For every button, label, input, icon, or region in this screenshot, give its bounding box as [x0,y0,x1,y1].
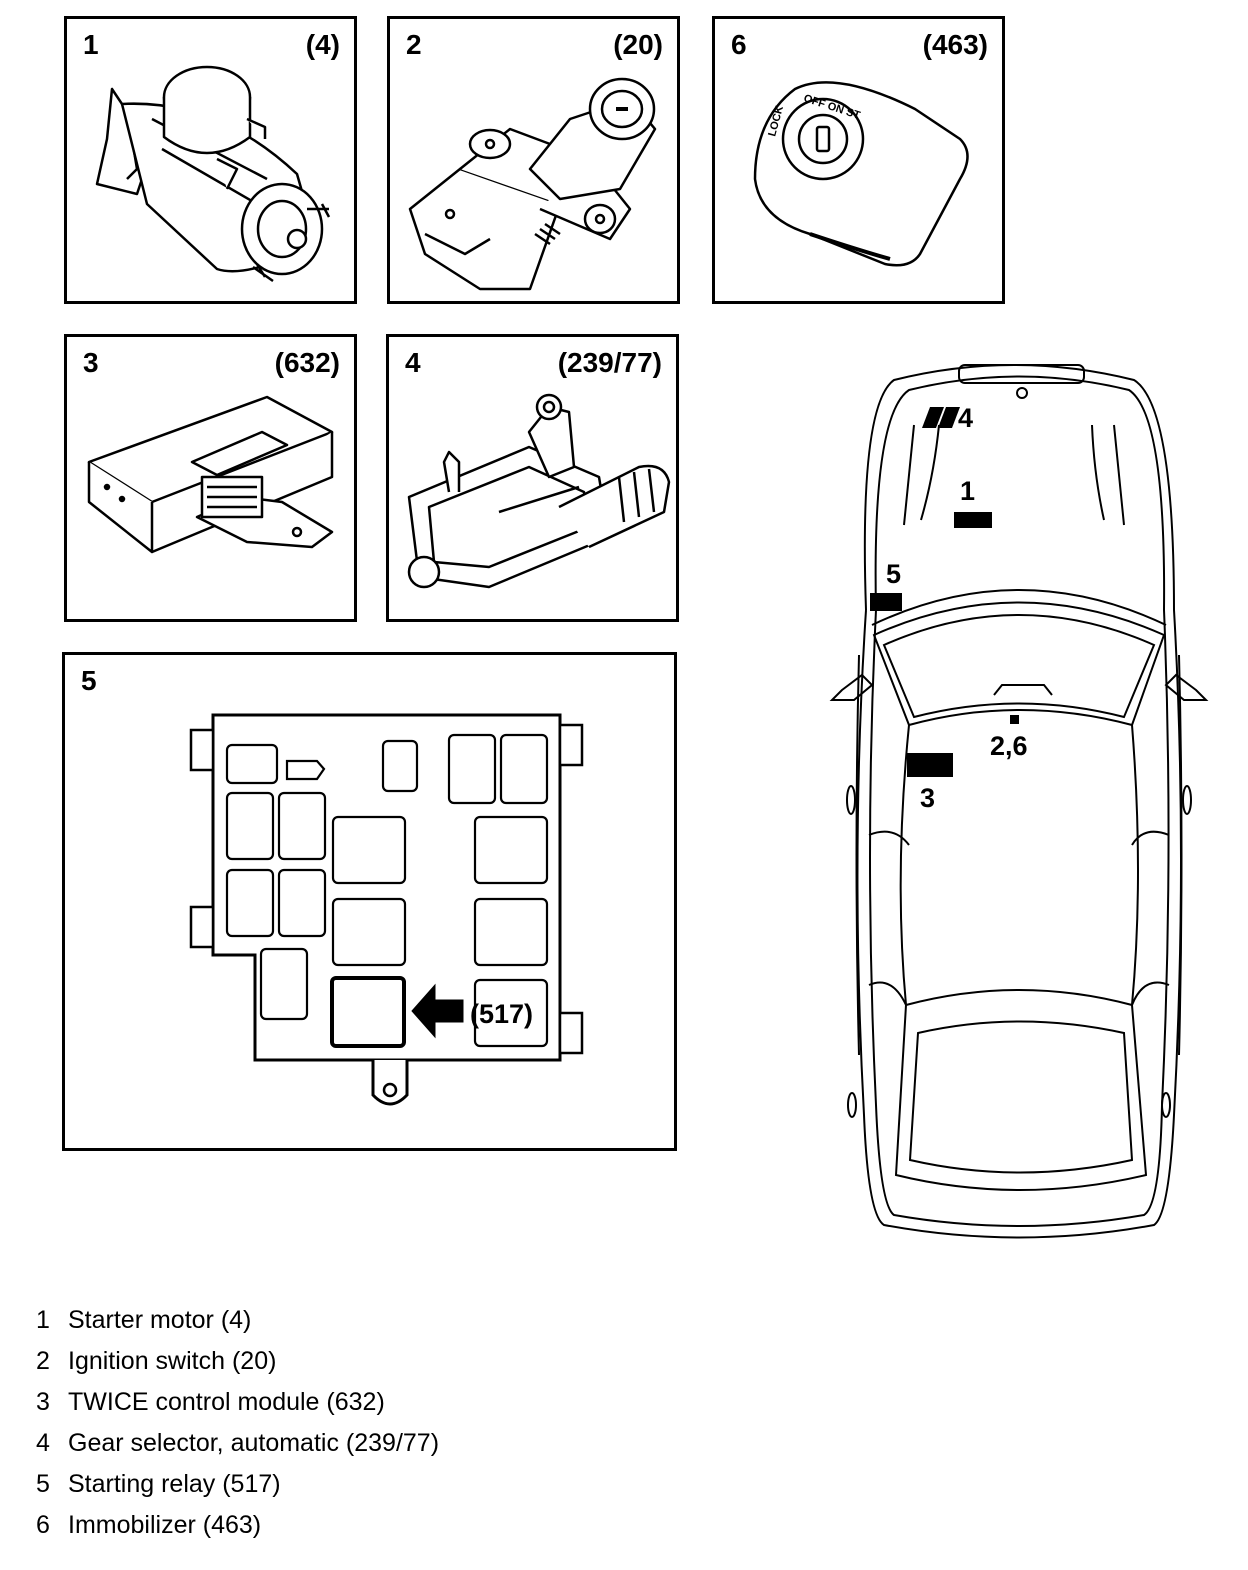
panel-number: 4 [405,347,421,378]
legend-number: 6 [36,1511,50,1539]
panel-immobilizer: 6 (463) OFF ON ST LOCK [712,16,1005,304]
panel-gear-selector: 4 (239/77) [386,334,679,622]
panel-code: (632) [274,347,340,378]
legend-number: 2 [36,1347,50,1375]
legend-text: TWICE control module (632) [68,1388,385,1416]
legend-text: Gear selector, automatic (239/77) [68,1429,440,1457]
legend-item: 4 Gear selector, automatic (239/77) [36,1429,439,1470]
legend-number: 3 [36,1388,50,1416]
panel-code: (20) [613,29,663,60]
ignition-marker [1010,715,1019,724]
control-module-marker [907,753,953,777]
panel-ignition-switch: 2 (20) [387,16,680,304]
legend-number: 5 [36,1470,50,1498]
component-legend: 1 Starter motor (4) 2 Ignition switch (20)… [36,1306,439,1552]
immobilizer-drawing: OFF ON ST LOCK [753,81,969,267]
car-label-starter-motor: 1 [960,476,975,506]
legend-item: 2 Ignition switch (20) [36,1347,439,1388]
panel-code: (463) [922,29,988,60]
legend-text: Starting relay (517) [68,1470,281,1498]
car-outline [829,364,1209,1239]
car-label-control-module: 3 [920,783,935,813]
panel-number: 6 [731,29,747,60]
panel-number: 1 [83,29,99,60]
legend-number: 1 [36,1306,50,1334]
legend-item: 1 Starter motor (4) [36,1306,439,1347]
legend-text: Starter motor (4) [68,1306,252,1334]
panel-code: (239/77) [557,347,662,378]
starter-motor-drawing [95,65,331,283]
legend-text: Ignition switch (20) [68,1347,277,1375]
panel-starter-motor: 1 (4) [64,16,357,304]
gear-selector-marker [922,407,944,428]
legend-number: 4 [36,1429,50,1457]
legend-item: 6 Immobilizer (463) [36,1511,439,1552]
starter-motor-marker [954,512,992,528]
legend-text: Immobilizer (463) [68,1511,262,1539]
car-label-gear-selector: 4 [958,403,973,433]
panel-code: (4) [305,29,340,60]
panel-number: 2 [406,29,422,60]
starting-relay-label: (517) [470,999,533,1029]
ignition-switch-drawing [408,77,657,291]
gear-selector-drawing [407,393,671,589]
legend-item: 5 Starting relay (517) [36,1470,439,1511]
panel-number: 3 [83,347,99,378]
panel-number: 5 [81,665,97,696]
legend-item: 3 TWICE control module (632) [36,1388,439,1429]
car-label-starting-relay: 5 [886,559,901,589]
control-module-drawing [87,395,334,554]
relay-box-drawing: (517) [189,713,584,1106]
starting-relay-marker [870,593,902,611]
panel-relay-box: 5 (517) [62,652,677,1151]
car-label-ignition-immobilizer: 2,6 [990,731,1028,761]
panel-control-module: 3 (632) [64,334,357,622]
car-location-diagram: 4 1 5 2,6 3 [829,364,1209,1239]
